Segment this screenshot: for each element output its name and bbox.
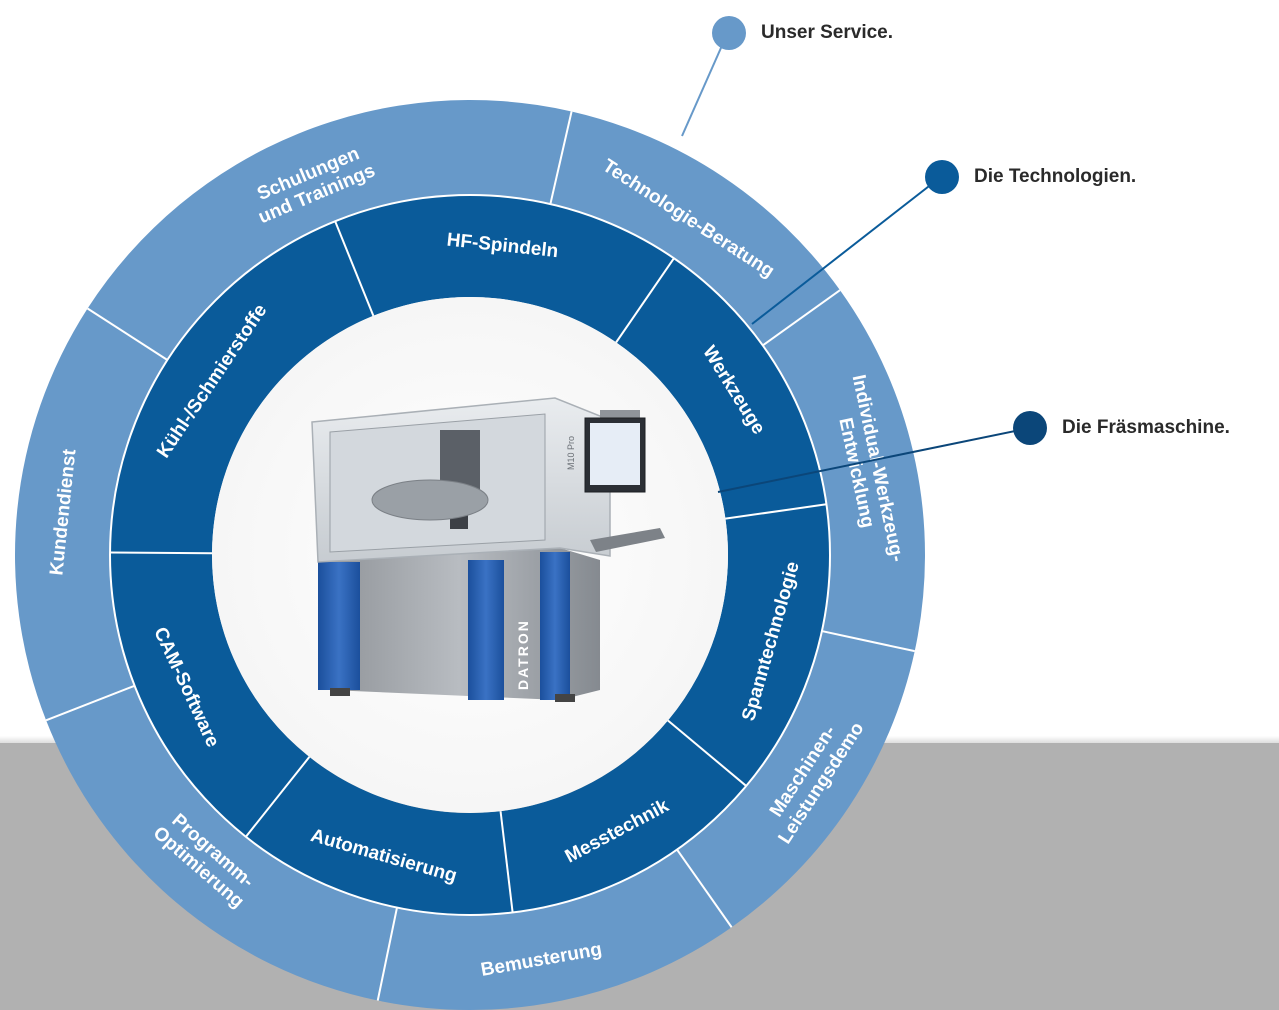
inner-segment-4 bbox=[245, 756, 513, 915]
ring-separators bbox=[45, 111, 915, 1001]
leader-line-technologies bbox=[751, 175, 943, 325]
outer-separator-6 bbox=[87, 307, 168, 361]
outer-segment-5 bbox=[15, 308, 168, 721]
outer-segment-0 bbox=[550, 111, 840, 346]
milling-machine-illustration: DATRON M10 Pro bbox=[311, 397, 665, 702]
inner-separator-2 bbox=[725, 503, 827, 520]
outer-separator-1 bbox=[762, 289, 841, 347]
legend-label-technologies: Die Technologien. bbox=[974, 166, 1137, 187]
legend-service: Unser Service. bbox=[711, 15, 893, 51]
outer-segment-2 bbox=[677, 631, 915, 928]
outer-separator-3 bbox=[676, 848, 733, 928]
inner-separator-0 bbox=[334, 220, 375, 317]
inner-segment-2 bbox=[667, 504, 831, 786]
inner-separator-6 bbox=[110, 551, 213, 555]
legend-dot-machine bbox=[1013, 411, 1047, 445]
outer-ring bbox=[15, 99, 926, 1010]
inner-segment-3 bbox=[500, 720, 747, 913]
inner-segment-1 bbox=[616, 258, 827, 519]
ring-divider bbox=[109, 194, 831, 916]
machine-model: M10 Pro bbox=[566, 436, 576, 470]
machine-brand: DATRON bbox=[515, 619, 531, 690]
inner-separator-1 bbox=[615, 257, 675, 343]
outer-segment-6 bbox=[87, 99, 572, 360]
inner-separator-3 bbox=[667, 719, 747, 787]
legend-label-service: Unser Service. bbox=[761, 22, 894, 43]
inner-separator-5 bbox=[245, 756, 311, 838]
legend-dot-technologies bbox=[925, 160, 959, 194]
outer-separator-5 bbox=[45, 684, 135, 722]
inner-ring bbox=[110, 195, 831, 915]
leader-line-machine bbox=[717, 427, 1031, 493]
legend-label-machine: Die Fräsmaschine. bbox=[1062, 417, 1230, 438]
legend-dot-service bbox=[712, 16, 746, 50]
legend-machine: Die Fräsmaschine. bbox=[1012, 410, 1230, 446]
outer-ring-labels: Technologie-BeratungIndividual-Werkzeug-… bbox=[46, 143, 907, 981]
inner-segment-0 bbox=[335, 195, 674, 343]
outer-segment-4 bbox=[46, 685, 397, 1001]
leader-line-service bbox=[681, 31, 729, 137]
inner-segment-6 bbox=[110, 221, 374, 554]
outer-separator-2 bbox=[821, 630, 915, 653]
legend-technologies: Die Technologien. bbox=[924, 159, 1136, 195]
outer-separator-4 bbox=[376, 907, 398, 1001]
outer-separator-0 bbox=[549, 111, 573, 205]
outer-segment-3 bbox=[377, 849, 732, 1010]
outer-segment-1 bbox=[762, 290, 926, 652]
inner-segment-5 bbox=[110, 552, 310, 837]
inner-separator-4 bbox=[499, 811, 514, 913]
